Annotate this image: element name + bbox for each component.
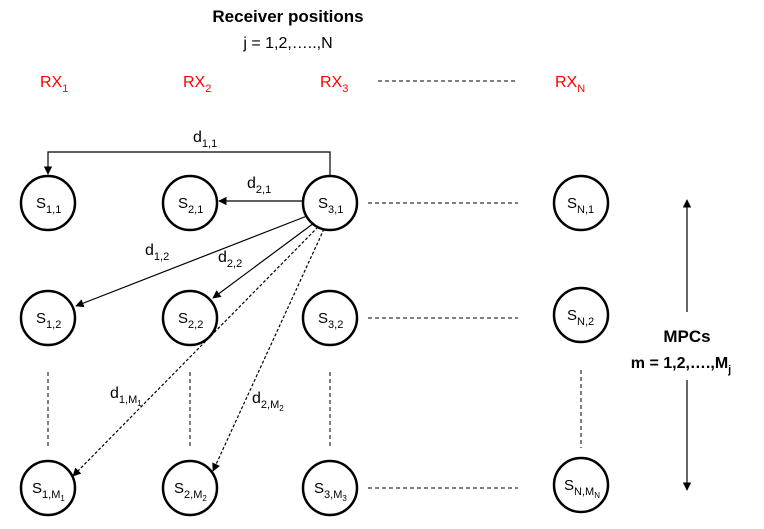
- arrow-d-1-2: [75, 215, 308, 308]
- node-s-3-1: [301, 174, 359, 232]
- receiver-label-3: RX3: [320, 74, 348, 95]
- node-s-N-2: [552, 286, 610, 344]
- distance-label-d-2-M2: d2,M2: [252, 390, 284, 413]
- node-s-N-1: [552, 174, 610, 232]
- node-s-2-1: [161, 174, 219, 232]
- node-s-N-MN: [552, 456, 610, 514]
- arrow-d-2-M2: [212, 228, 325, 472]
- distance-label-d-1-2: d1,2: [145, 242, 169, 263]
- diagram-subtitle: j = 1,2,…..,N: [242, 35, 332, 52]
- distance-label-d-1-M1: d1,M1: [110, 385, 142, 408]
- distance-label-d-1-1: d1,1: [193, 129, 217, 150]
- node-s-3-2: [301, 289, 359, 347]
- node-label-s-3-1: S3,1: [318, 195, 343, 216]
- receiver-label-1: RX1: [40, 74, 68, 95]
- node-label-s-2-1: S2,1: [178, 195, 203, 216]
- node-s-1-1: [19, 174, 77, 232]
- node-label-s-3-M3: S3,M3: [314, 480, 347, 503]
- node-s-1-2: [19, 289, 77, 347]
- receiver-label-2: RX2: [183, 74, 211, 95]
- node-label-s-2-2: S2,2: [178, 310, 203, 331]
- receiver-label-N: RXN: [555, 74, 585, 95]
- node-label-s-1-M1: S1,M1: [32, 480, 65, 503]
- arrow-d-2-2: [212, 222, 315, 299]
- node-label-s-1-1: S1,1: [36, 195, 61, 216]
- node-s-2-2: [161, 289, 219, 347]
- node-label-s-1-2: S1,2: [36, 310, 61, 331]
- node-s-3-M3: [301, 459, 359, 517]
- node-label-s-N-1: SN,1: [567, 195, 594, 216]
- arrow-d-1-M1: [72, 226, 319, 477]
- node-label-s-2-M2: S2,M2: [174, 480, 207, 503]
- distance-label-d-2-2: d2,2: [218, 249, 242, 270]
- mpc-title: MPCs: [663, 327, 710, 346]
- node-label-s-N-2: SN,2: [567, 307, 594, 328]
- distance-label-d-2-1: d2,1: [247, 175, 271, 196]
- node-s-2-M2: [161, 459, 219, 517]
- node-label-s-N-MN: SN,MN: [564, 477, 600, 500]
- node-s-1-M1: [19, 459, 77, 517]
- arrow-d-1-1: [43, 151, 331, 176]
- mpc-range: m = 1,2,….,Mj: [631, 355, 731, 376]
- node-label-s-3-2: S3,2: [318, 310, 343, 331]
- diagram-title: Receiver positions: [212, 7, 363, 26]
